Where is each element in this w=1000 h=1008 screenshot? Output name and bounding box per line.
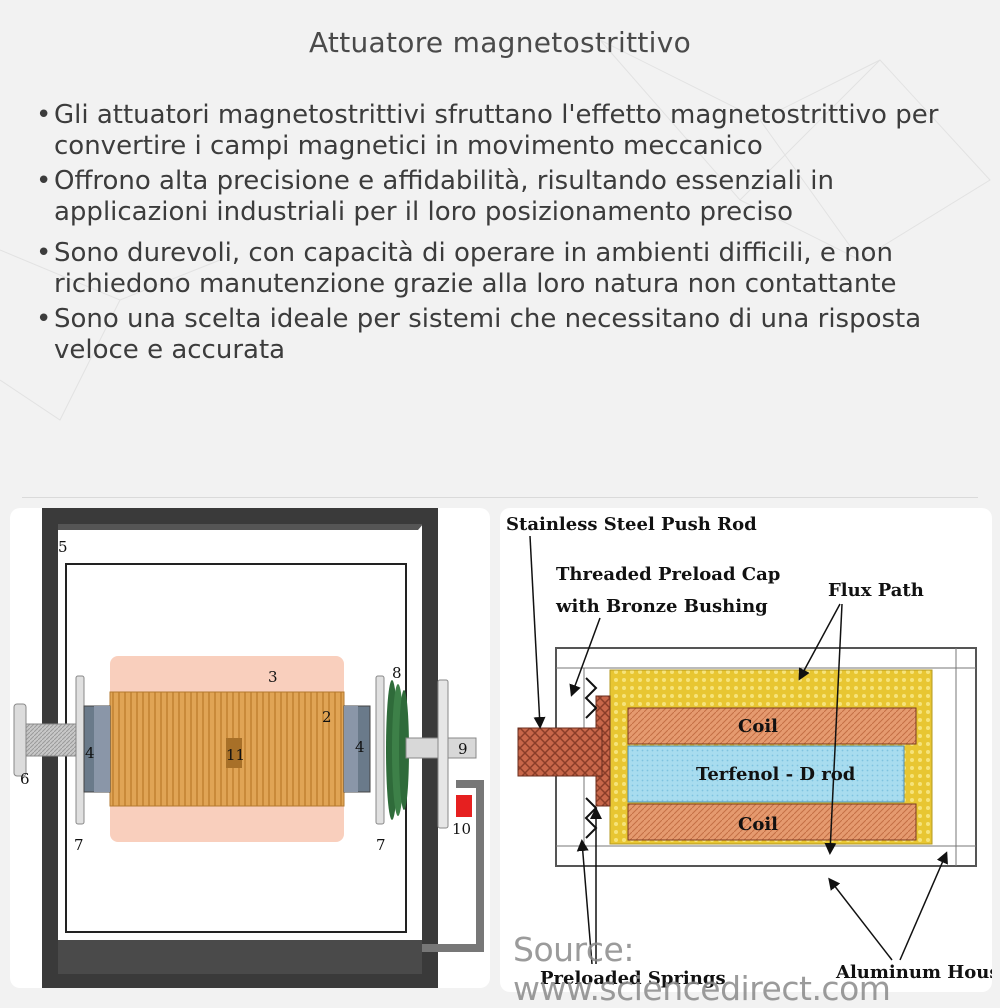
label-coil-top: Coil bbox=[738, 716, 778, 737]
section-divider bbox=[22, 497, 978, 498]
terfenol-actuator-cross-section: Stainless Steel Push Rod Threaded Preloa… bbox=[506, 514, 992, 989]
core-marker bbox=[226, 738, 242, 768]
label-push-rod: Stainless Steel Push Rod bbox=[506, 514, 757, 535]
label-4-left: 4 bbox=[85, 744, 95, 762]
coil-top bbox=[627, 707, 917, 745]
bullet-item: Gli attuatori magnetostrittivi sfruttano… bbox=[34, 100, 974, 162]
spring-disc bbox=[399, 690, 409, 810]
preloaded-spring bbox=[584, 677, 598, 719]
label-7-left: 7 bbox=[74, 836, 84, 854]
label-preload-cap-2: with Bronze Bushing bbox=[555, 596, 768, 617]
label-10: 10 bbox=[452, 820, 471, 838]
bullet-list: Gli attuatori magnetostrittivi sfruttano… bbox=[34, 100, 974, 370]
leader-housing bbox=[899, 851, 948, 961]
label-9: 9 bbox=[458, 740, 468, 758]
label-7-right: 7 bbox=[376, 836, 386, 854]
leader-flux-path bbox=[798, 603, 841, 681]
push-rod bbox=[517, 727, 603, 777]
leader-preload-cap bbox=[569, 617, 601, 697]
label-8: 8 bbox=[392, 664, 402, 682]
bullet-item: Sono una scelta ideale per sistemi che n… bbox=[34, 304, 974, 366]
leader-springs bbox=[576, 839, 593, 965]
preloaded-spring bbox=[584, 797, 598, 839]
right-washer bbox=[375, 675, 385, 825]
label-5: 5 bbox=[58, 538, 68, 556]
leader-housing bbox=[828, 877, 893, 961]
indicator-light bbox=[456, 795, 472, 817]
left-magnet-shade bbox=[94, 706, 110, 792]
right-plate bbox=[437, 679, 449, 829]
label-4-right: 4 bbox=[355, 738, 365, 756]
label-springs: Preloaded Springs bbox=[540, 968, 726, 989]
terfenol-rod bbox=[627, 745, 905, 803]
label-11: 11 bbox=[226, 746, 245, 764]
actuator-schematic: 5 3 2 11 4 4 8 9 6 7 7 10 bbox=[13, 508, 484, 988]
label-2: 2 bbox=[322, 708, 332, 726]
frame-base bbox=[58, 940, 422, 974]
label-rod: Terfenol - D rod bbox=[696, 764, 856, 785]
bullet-item: Sono durevoli, con capacità di operare i… bbox=[34, 238, 974, 300]
label-housing: Aluminum Housing bbox=[835, 962, 992, 983]
label-flux-path: Flux Path bbox=[828, 580, 924, 601]
label-6: 6 bbox=[20, 770, 30, 788]
right-diagram-panel: Stainless Steel Push Rod Threaded Preloa… bbox=[500, 508, 992, 992]
leader-flux-path bbox=[824, 603, 843, 855]
page-title: Attuatore magnetostrittivo bbox=[308, 26, 692, 59]
source-watermark: Source: www.sciencedirect.com bbox=[513, 930, 891, 1008]
left-washer bbox=[75, 675, 85, 825]
bracket bbox=[422, 780, 484, 952]
coil-bottom bbox=[627, 803, 917, 841]
label-preload-cap-1: Threaded Preload Cap bbox=[556, 564, 780, 585]
right-magnet-shade bbox=[344, 706, 358, 792]
label-coil-bottom: Coil bbox=[738, 814, 778, 835]
label-3: 3 bbox=[268, 668, 278, 686]
leader-push-rod bbox=[529, 535, 546, 729]
bullet-item: Offrono alta precisione e affidabilità, … bbox=[34, 166, 974, 228]
left-cap bbox=[13, 703, 27, 777]
left-diagram-panel: 5 3 2 11 4 4 8 9 6 7 7 10 bbox=[10, 508, 490, 988]
